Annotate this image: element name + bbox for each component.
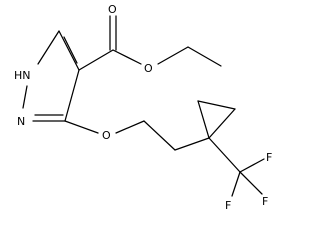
bond-ch2b-cq <box>174 137 210 151</box>
bond-ccf3-f-right <box>239 171 263 195</box>
bond-c5-c4-inner <box>63 36 78 64</box>
bond-c4-ccarbonyl <box>78 49 114 71</box>
atom-label-n: N <box>17 115 25 128</box>
skeletal-formula: HN N O O O F F F <box>14 3 272 212</box>
atom-label-o-ether: O <box>102 129 111 142</box>
bond-c3-c4 <box>64 69 80 122</box>
atom-label-f-right: F <box>262 195 268 208</box>
bond-oester-ch2 <box>157 46 189 65</box>
bond-n1-n2 <box>22 85 28 109</box>
bond-c3-oether <box>64 120 99 134</box>
atom-label-nh: HN <box>14 69 31 82</box>
bond-ch2a-ch2b <box>143 120 176 151</box>
bond-cq-cp2 <box>208 108 236 139</box>
bond-ch2-ch3 <box>187 46 222 67</box>
bond-ccf3-f-left <box>231 171 241 197</box>
bond-c5-c4 <box>58 30 80 71</box>
bond-ccarbonyl-oester <box>112 49 142 65</box>
atom-label-f-top: F <box>266 151 272 164</box>
bond-oether-ch2a <box>115 120 145 134</box>
bond-cq-cp1 <box>197 100 210 139</box>
bond-ccf3-f-top <box>239 158 265 173</box>
bond-cq-ccf3 <box>208 137 241 173</box>
atom-label-f-left: F <box>225 199 231 212</box>
atom-label-o-ester: O <box>144 62 153 75</box>
molecule-structure-diagram: HN N O O O F F F <box>14 3 272 212</box>
bond-cp1-cp2 <box>197 100 236 110</box>
bond-c5-n1 <box>37 30 60 65</box>
atom-label-o-carbonyl: O <box>108 3 117 16</box>
